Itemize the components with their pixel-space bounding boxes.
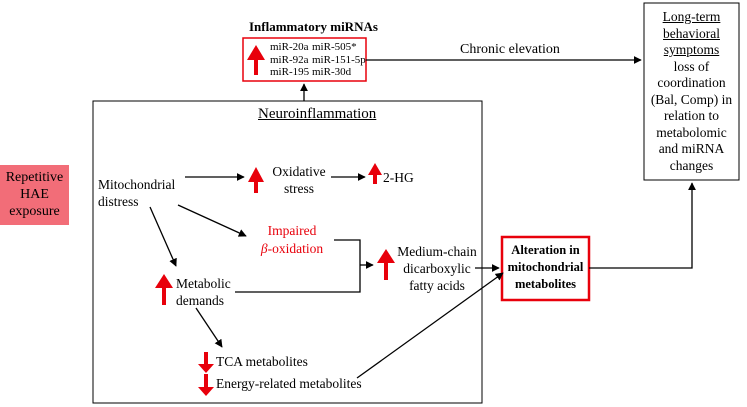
up-arrow-icon [247,45,265,75]
beta-symbol: β [260,241,268,256]
mirna-item: miR-195 [270,66,310,78]
neuroinflammation-box [92,100,483,404]
mirna-list-left: miR-20a miR-92a miR-195 [270,41,309,79]
medium-chain-fatty-acids-label: Medium-chain dicarboxylic fatty acids [397,244,477,293]
longterm-box [643,2,740,181]
arrow-alteration-to-longterm [589,182,696,269]
down-arrow-icon [198,374,214,396]
chronic-elevation-label: Chronic elevation [460,42,560,57]
arrow-metabolic-to-tca [195,307,223,348]
tca-metabolites-label: TCA metabolites [216,354,308,369]
oxidative-stress-label: Oxidative stress [272,164,326,196]
down-arrow-icon [198,352,214,373]
exposure-box [0,165,69,225]
mirna-title: Inflammatory miRNAs [249,19,378,34]
up-arrow-icon [155,274,173,305]
mirna-item: miR-505* [312,41,357,53]
mirna-item: miR-20a [270,41,309,53]
mitochondrial-distress-label: Mitochondrial distress [98,177,176,209]
longterm-body: loss of coordination (Bal, Comp) in rela… [650,58,733,173]
connector-beta-metabolic-join [235,239,361,293]
mirna-list-right: miR-505* miR-151-5p miR-30d [312,41,366,79]
longterm-title: Long-term behavioral symptoms [662,9,721,57]
metabolic-demands-label: Metabolic demands [176,276,231,308]
mirna-item: miR-151-5p [312,53,366,66]
longterm-symptoms-label: Long-term behavioral symptoms loss of co… [644,9,739,174]
alteration-label: Alteration in mitochondrial metabolites [507,243,584,291]
up-arrow-icon [368,163,382,184]
mirna-item: miR-92a [270,53,309,66]
arrow-mito-to-metabolic [149,206,177,267]
up-arrow-icon [248,167,264,193]
mirna-item: miR-30d [312,66,352,78]
arrow-mito-to-beta [177,204,247,237]
up-arrow-icon [377,249,395,280]
neuroinflammation-title: Neuroinflammation [258,106,377,122]
exposure-label: Repetitive HAE exposure [5,170,64,219]
energy-metabolites-label: Energy-related metabolites [216,376,362,391]
impaired-beta-oxidation-label: Impaired β-oxidation [260,223,324,256]
arrow-energy-to-alteration [356,272,504,379]
2hg-label: 2-HG [383,170,414,185]
